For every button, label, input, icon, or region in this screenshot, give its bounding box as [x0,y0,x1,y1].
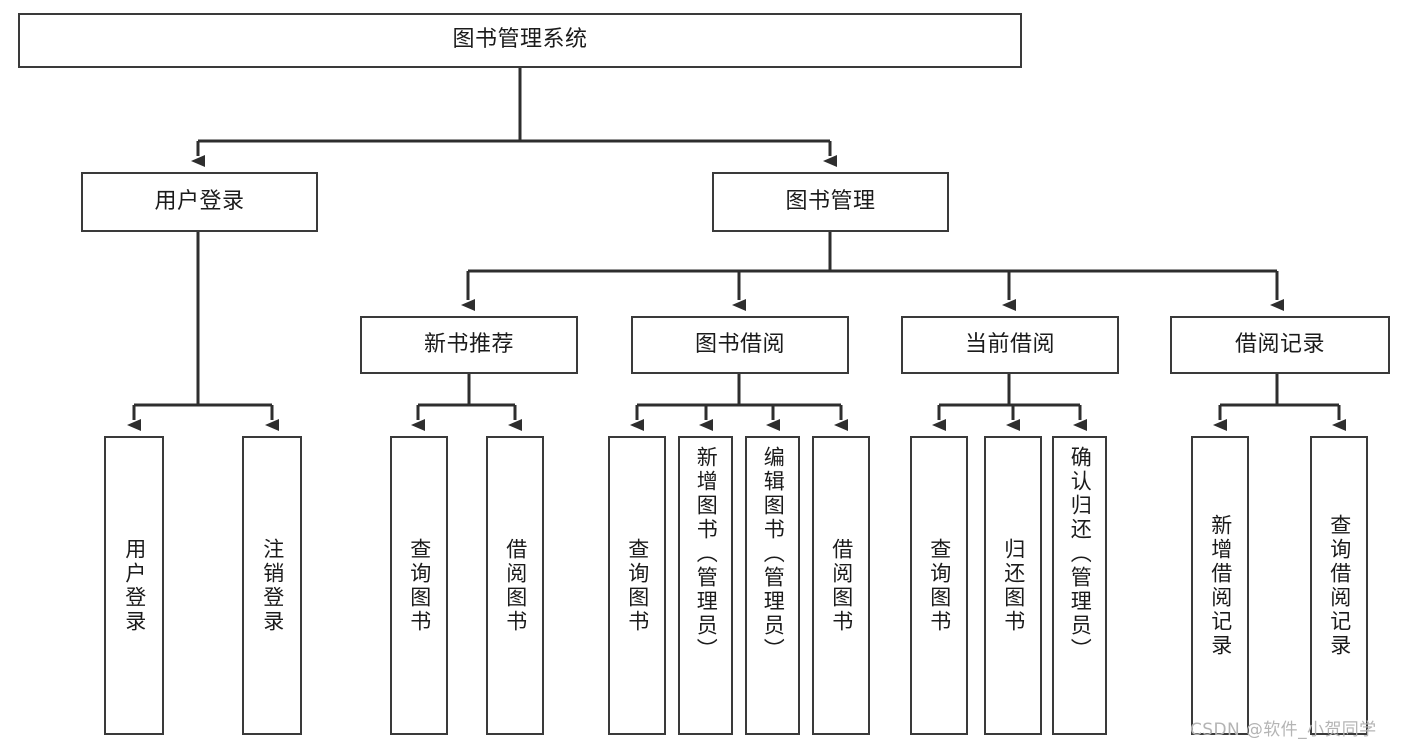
node-leaf-query-book-rec[interactable]: 查询图书 [390,436,448,735]
node-leaf-user-login[interactable]: 用户登录 [104,436,164,735]
node-leaf-query-book-current-label: 查询图书 [927,537,952,634]
node-leaf-add-borrow-record[interactable]: 新增借阅记录 [1191,436,1249,735]
node-current-borrow[interactable]: 当前借阅 [901,316,1119,374]
node-leaf-query-book-borrow[interactable]: 查询图书 [608,436,666,735]
node-borrow-record[interactable]: 借阅记录 [1170,316,1390,374]
node-leaf-return-book-label: 归还图书 [1001,537,1026,634]
node-leaf-borrow-book-rec[interactable]: 借阅图书 [486,436,544,735]
node-leaf-borrow-book-borrow-label: 借阅图书 [829,537,854,634]
node-leaf-query-borrow-record[interactable]: 查询借阅记录 [1310,436,1368,735]
node-leaf-confirm-return-admin-label: 确认归还（管理员） [1068,446,1093,662]
node-current-borrow-label: 当前借阅 [964,331,1055,357]
node-leaf-add-book-admin-label: 新增图书（管理员） [694,446,719,662]
node-new-book-recommend[interactable]: 新书推荐 [360,316,578,374]
node-leaf-return-book[interactable]: 归还图书 [984,436,1042,735]
node-borrow-record-label: 借阅记录 [1234,331,1325,357]
node-book-borrow[interactable]: 图书借阅 [631,316,849,374]
node-leaf-user-logout-label: 注销登录 [260,537,285,634]
node-leaf-query-book-rec-label: 查询图书 [407,537,432,634]
node-leaf-query-borrow-record-label: 查询借阅记录 [1327,513,1352,658]
node-root[interactable]: 图书管理系统 [18,13,1022,68]
node-leaf-edit-book-admin[interactable]: 编辑图书（管理员） [745,436,800,735]
node-user-login[interactable]: 用户登录 [81,172,318,232]
node-leaf-borrow-book-borrow[interactable]: 借阅图书 [812,436,870,735]
node-leaf-edit-book-admin-label: 编辑图书（管理员） [761,446,786,662]
node-new-book-recommend-label: 新书推荐 [423,331,514,357]
node-book-borrow-label: 图书借阅 [694,331,785,357]
node-leaf-confirm-return-admin[interactable]: 确认归还（管理员） [1052,436,1107,735]
node-leaf-borrow-book-rec-label: 借阅图书 [503,537,528,634]
node-book-management[interactable]: 图书管理 [712,172,949,232]
node-leaf-user-logout[interactable]: 注销登录 [242,436,302,735]
node-leaf-add-borrow-record-label: 新增借阅记录 [1208,513,1233,658]
node-root-label: 图书管理系统 [452,27,588,53]
node-leaf-query-book-borrow-label: 查询图书 [625,537,650,634]
node-leaf-add-book-admin[interactable]: 新增图书（管理员） [678,436,733,735]
node-book-management-label: 图书管理 [785,188,876,214]
node-user-login-label: 用户登录 [154,188,245,214]
node-leaf-query-book-current[interactable]: 查询图书 [910,436,968,735]
node-leaf-user-login-label: 用户登录 [122,537,147,634]
csdn-watermark: CSDN @软件_小贺同学 [1190,720,1377,740]
